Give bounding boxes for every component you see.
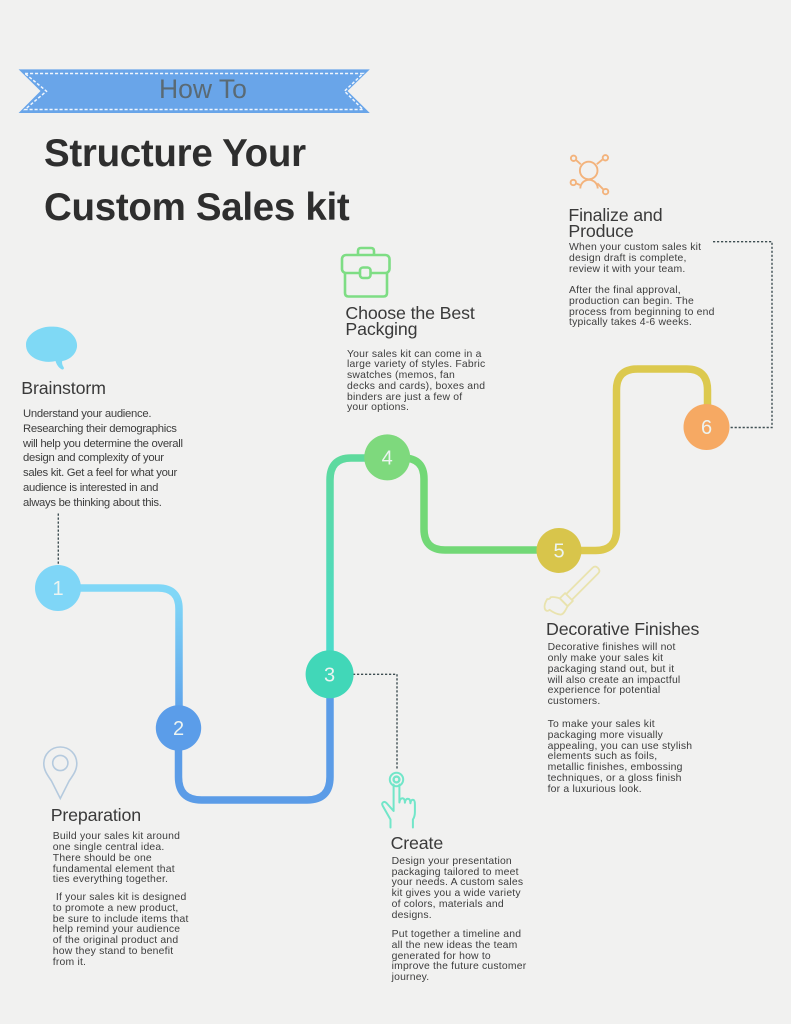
- svg-text:2: 2: [173, 718, 184, 740]
- svg-text:5: 5: [553, 541, 564, 563]
- svg-text:6: 6: [701, 417, 712, 439]
- svg-text:3: 3: [324, 664, 335, 686]
- svg-text:4: 4: [382, 447, 393, 469]
- svg-text:1: 1: [52, 578, 63, 600]
